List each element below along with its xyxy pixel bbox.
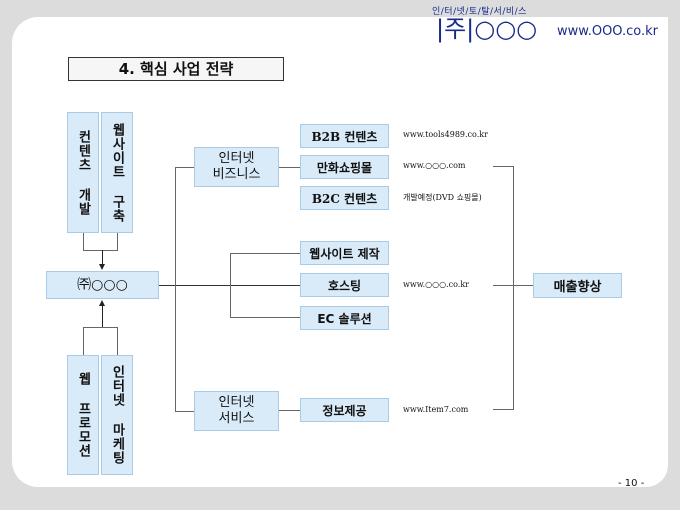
connector <box>493 285 513 286</box>
item-info-provision: 정보제공 <box>300 398 389 422</box>
note-b2b: www.tools4989.co.kr <box>403 130 488 139</box>
connector <box>175 167 176 412</box>
connector <box>279 167 300 168</box>
brand-subtitle: 인/터/넷/토/탈/서/비/스 <box>432 7 527 17</box>
brand-url: www.OOO.co.kr <box>557 24 659 39</box>
note-hosting: www.○○○.co.kr <box>403 280 469 289</box>
category-internet-business: 인터넷 비즈니스 <box>194 147 279 187</box>
connector <box>102 305 103 327</box>
connector <box>83 327 84 355</box>
connector <box>230 317 300 318</box>
note-b2c: 개발예정(DVD 쇼핑몰) <box>403 193 482 202</box>
connector <box>513 285 533 286</box>
connector <box>493 166 513 167</box>
arrow-down-icon <box>99 264 105 270</box>
page-title: 4. 핵심 사업 전략 <box>68 57 284 81</box>
brand-name: |주|○○○ <box>436 15 538 43</box>
company-box: ㈜○○○ <box>46 271 159 299</box>
input-website-build: 웹사이트 구축 <box>101 112 133 233</box>
note-info: www.Item7.com <box>403 405 469 414</box>
item-ec-solution: EC 솔루션 <box>300 306 389 330</box>
connector <box>513 166 514 410</box>
connector <box>175 167 194 168</box>
connector <box>102 250 103 265</box>
item-hosting: 호스팅 <box>300 273 389 297</box>
category-internet-service: 인터넷 서비스 <box>194 391 279 431</box>
connector <box>159 285 300 286</box>
note-comic-mall: www.○○○.com <box>403 161 466 170</box>
item-comic-mall: 만화쇼핑몰 <box>300 155 389 179</box>
connector <box>493 409 513 410</box>
connector <box>230 253 300 254</box>
connector <box>83 233 84 251</box>
item-website-production: 웹사이트 제작 <box>300 241 389 265</box>
item-b2b-content: B2B 컨텐츠 <box>300 124 389 148</box>
input-web-promotion: 웹 프로모션 <box>67 355 99 475</box>
connector <box>230 253 231 318</box>
connector <box>117 327 118 355</box>
input-internet-marketing: 인터넷 마케팅 <box>101 355 133 475</box>
arrow-up-icon <box>99 300 105 306</box>
input-content-dev: 컨텐츠 개발 <box>67 112 99 233</box>
connector <box>83 327 118 328</box>
connector <box>175 411 194 412</box>
connector <box>83 250 118 251</box>
outcome-revenue-increase: 매출향상 <box>533 273 622 298</box>
connector <box>117 233 118 251</box>
connector <box>279 410 300 411</box>
page-number: - 10 - <box>618 478 645 489</box>
item-b2c-content: B2C 컨텐츠 <box>300 186 389 210</box>
